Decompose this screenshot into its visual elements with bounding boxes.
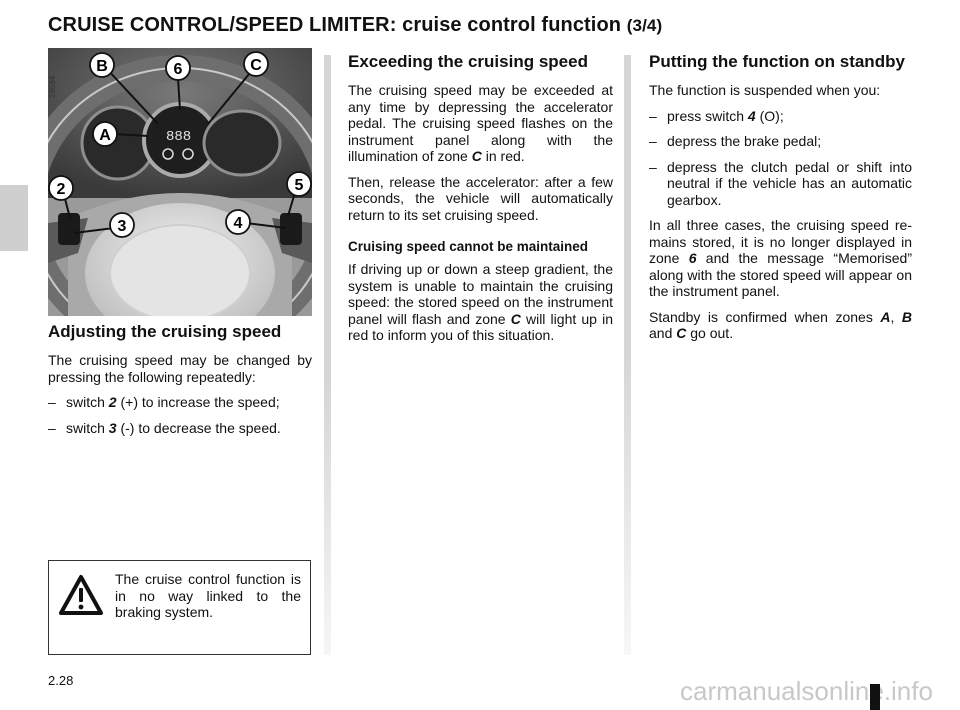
list-item: – switch 2 (+) to increase the speed; [48, 394, 280, 410]
zone-ref: C [471, 148, 482, 164]
heading-standby: Putting the function on standby [649, 52, 905, 71]
callout-line-B [105, 67, 159, 125]
callout-4-circle [225, 209, 251, 235]
switch-ref: 4 [747, 107, 756, 124]
callout-A-circle [92, 121, 118, 147]
steering-wheel-photo: 888 B 6 C A 2 5 3 [48, 48, 312, 316]
list-item: – depress the brake pedal; [649, 133, 822, 149]
switch-ref: 2 [108, 394, 117, 410]
standby-intro: The function is suspended when you: [649, 82, 881, 98]
page-title: CRUISE CONTROL/SPEED LIMITER: cruise con… [48, 14, 662, 37]
callout-4: 4 [234, 215, 243, 232]
column-exceeding: Exceeding the cruising speed The cruisin… [348, 52, 613, 353]
standby-confirm-paragraph: Standby is confirmed when zones A, B and… [649, 308, 912, 342]
switch-ref: 3 [108, 419, 117, 436]
callout-line-6 [177, 77, 181, 111]
subheading-cannot-maintain: Cruising speed cannot be maintained [348, 239, 589, 254]
release-paragraph: Then, release the accelerator: after a f… [348, 173, 613, 223]
callout-5-circle [286, 171, 312, 197]
callout-B: B [96, 58, 108, 75]
column-divider-left [324, 55, 331, 655]
figure-code: 28584 [48, 75, 57, 98]
watermark: carmanualsonline.info [680, 676, 933, 706]
zone-ref: 6 [688, 250, 697, 266]
callout-B-circle [89, 52, 115, 78]
warning-text: The cruise control function is in no way… [115, 571, 301, 620]
warning-box: The cruise control function is in no way… [48, 560, 311, 655]
callout-line-C [207, 67, 255, 125]
heading-adjusting: Adjusting the cruising speed [48, 322, 282, 341]
section-tab [0, 185, 28, 251]
list-item: – depress the clutch pedal or shift into… [649, 158, 912, 208]
callout-6: 6 [174, 61, 183, 78]
corner-mark [870, 684, 880, 710]
title-main: CRUISE CONTROL/SPEED LIMITER: cruise con… [48, 14, 622, 36]
callout-6-circle [165, 55, 191, 81]
callout-A: A [99, 127, 111, 144]
title-page-count: (3/4) [626, 16, 663, 35]
callout-C-circle [243, 51, 269, 77]
list-item: – press switch 4 (O); [649, 107, 784, 124]
callout-3: 3 [118, 218, 127, 235]
callout-3-circle [109, 212, 135, 238]
gradient-paragraph: If driving up or down a steep gradient, … [348, 261, 613, 343]
page-number: 2.28 [48, 673, 74, 688]
callout-5: 5 [295, 177, 304, 194]
column-adjusting: Adjusting the cruising speed The cruisin… [48, 322, 312, 445]
column-standby: Putting the function on standby The func… [649, 52, 912, 351]
exceeding-paragraph: The cruising speed may be exceeded at an… [348, 82, 613, 164]
warning-triangle-icon [59, 575, 103, 615]
column-divider-right [624, 55, 631, 655]
stored-speed-paragraph: In all three cases, the cruising speed r… [649, 217, 912, 299]
callout-2-circle [48, 175, 74, 201]
adjusting-intro: The cruising speed may be changed by pre… [48, 352, 312, 385]
callout-line-4 [245, 222, 287, 229]
callout-2: 2 [57, 181, 66, 198]
heading-exceeding: Exceeding the cruising speed [348, 52, 588, 71]
svg-text:888: 888 [166, 129, 191, 145]
callout-line-A [113, 133, 149, 137]
list-item: – switch 3 (-) to decrease the speed. [48, 419, 281, 436]
zone-ref: C [510, 310, 521, 327]
callout-C: C [250, 57, 262, 74]
